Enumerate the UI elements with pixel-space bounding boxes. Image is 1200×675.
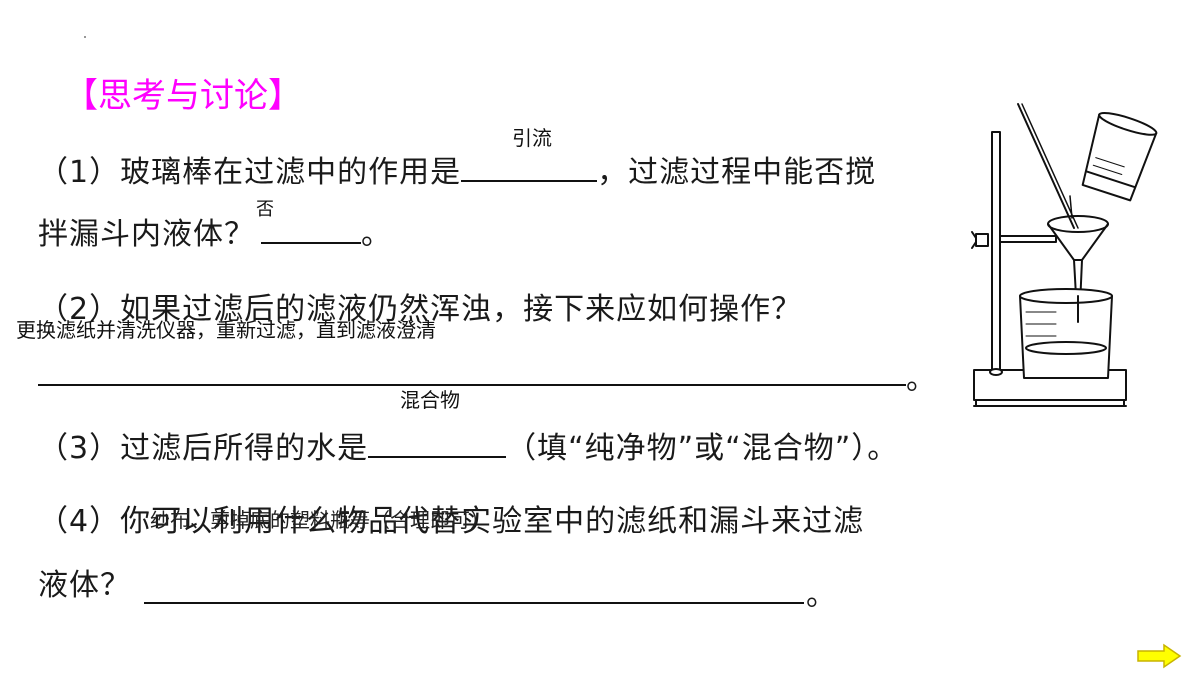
arrow-right-icon[interactable] [1136,643,1182,669]
q4-answer: 纱布、剪掉底的塑料瓶等（合理即可） [150,508,490,532]
decorative-dot [84,36,86,38]
q4-line-2: 液体？ [38,566,131,606]
q1-line-1: （1）玻璃棒在过滤中的作用是 ，过滤过程中能否搅 [38,152,876,193]
q1-blank-1[interactable] [461,152,598,182]
q2-answer: 更换滤纸并清洗仪器，重新过滤，直到滤液澄清 [16,318,436,342]
clamp-screw [975,233,989,247]
q1-blank-2[interactable] [261,214,361,244]
q3-text-1: （3）过滤后所得的水是 [38,431,369,466]
filtration-apparatus-illustration [971,103,1158,407]
q1-answer-2: 否 [256,199,274,220]
q3-answer: 混合物 [400,388,460,412]
q1-text-2: ，过滤过程中能否搅 [597,155,877,190]
q1-text-1: （1）玻璃棒在过滤中的作用是 [38,155,462,190]
q3-blank[interactable] [368,428,507,458]
q1-end: 。 [361,217,392,252]
q2-end: 。 [906,362,937,397]
stand-rod [991,131,1001,371]
clamp-arm [999,235,1057,243]
q1-line-2: 拌漏斗内液体？ 。 [38,214,392,255]
funnel-cone [1047,223,1109,261]
q1-text-3: 拌漏斗内液体？ [38,217,255,252]
glass-rod [1017,103,1075,229]
q1-answer-1: 引流 [512,126,552,150]
section-heading: 【思考与讨论】 [64,76,302,116]
q2-blank[interactable] [38,384,906,386]
pouring-beaker [1081,111,1158,202]
q4-end: 。 [806,578,837,613]
q3-text-2: （填“纯净物”或“混合物”）。 [506,431,899,466]
q4-text-2: 液体？ [38,568,131,603]
q4-line-1: （4）你可以利用什么物品代替实验室中的滤纸和漏斗来过滤 [38,504,865,539]
receiving-beaker [1019,295,1113,379]
q2-question: （2）如果过滤后的滤液仍然浑浊，接下来应如何操作？ [38,292,803,327]
q4-blank[interactable] [144,602,804,604]
funnel-rim [1047,215,1109,233]
q3-line: （3）过滤后所得的水是 （填“纯净物”或“混合物”）。 [38,428,898,469]
